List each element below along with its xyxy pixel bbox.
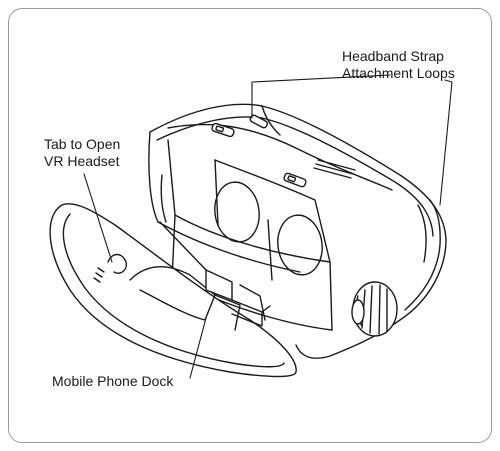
focus-knob — [351, 281, 398, 337]
leader-headband — [251, 74, 391, 119]
lens-compartment — [160, 139, 333, 331]
headband-label-line1: Headband Strap — [342, 48, 444, 64]
headband-label-line2: Attachment Loops — [342, 65, 455, 81]
dock-label: Mobile Phone Dock — [52, 373, 174, 389]
dock-bracket — [239, 284, 266, 321]
leader-headband-side — [439, 79, 453, 206]
tab-label: Tab to Open VR Headset — [44, 136, 120, 170]
tab-label-line2: VR Headset — [44, 153, 120, 169]
leader-tab — [83, 173, 113, 263]
headband-label: Headband Strap Attachment Loops — [342, 48, 455, 82]
leader-dock — [189, 317, 207, 379]
leader-lines — [83, 74, 453, 379]
hinge-line — [159, 221, 207, 271]
phone-dock-cover — [49, 203, 297, 378]
tab-label-line1: Tab to Open — [44, 136, 121, 152]
strap-loop-top — [211, 114, 268, 138]
strap-loop-side — [283, 172, 307, 188]
